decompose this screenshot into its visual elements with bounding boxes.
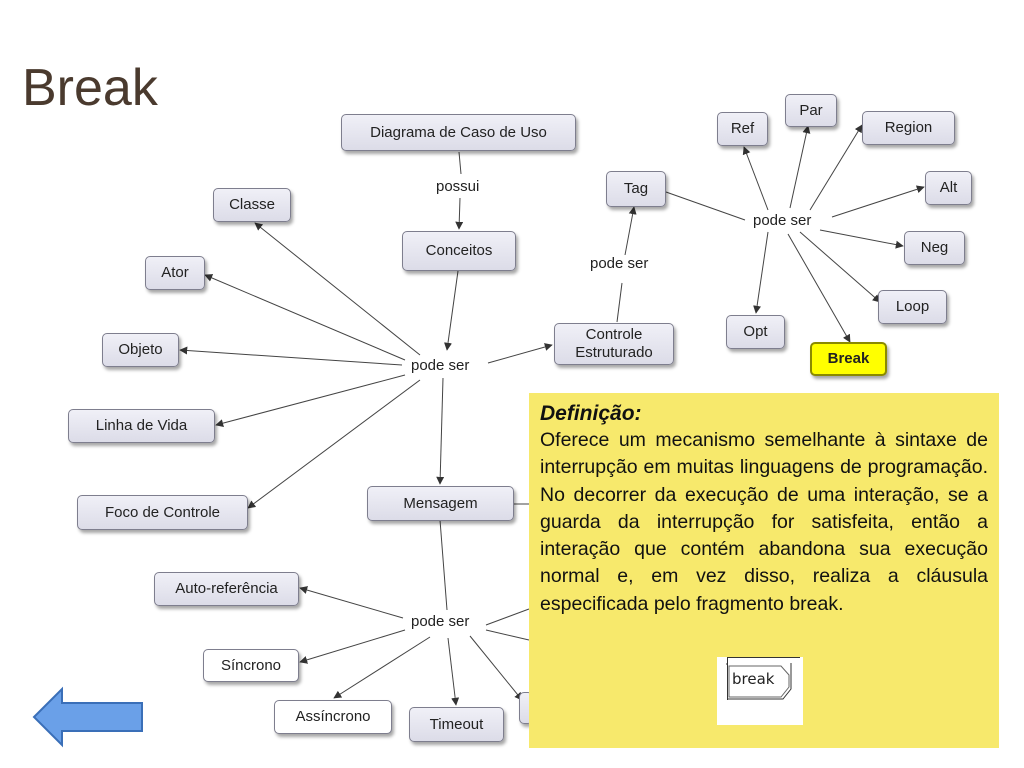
node-par[interactable]: Par xyxy=(785,94,837,127)
definition-text: Oferece um mecanismo semelhante à sintax… xyxy=(540,429,988,615)
node-timeout[interactable]: Timeout xyxy=(409,707,504,742)
node-ator[interactable]: Ator xyxy=(145,256,205,290)
node-linha-de-vida[interactable]: Linha de Vida xyxy=(68,409,215,443)
break-pentagon-icon xyxy=(726,663,792,700)
link-podeser-hidden3 xyxy=(485,629,530,641)
node-objeto[interactable]: Objeto xyxy=(102,333,179,367)
slide-title: Break xyxy=(22,59,158,117)
link-podeser-alt xyxy=(831,185,925,218)
link-podeser-opt xyxy=(753,231,769,314)
break-fragment-sample: break xyxy=(717,657,803,725)
link-podeser-hidden2 xyxy=(485,608,530,626)
link-podeser-linhadevida xyxy=(215,374,406,428)
node-loop[interactable]: Loop xyxy=(878,290,947,324)
node-break[interactable]: Break xyxy=(810,342,887,376)
link-podeser-region xyxy=(809,124,863,211)
break-fragment-label: break xyxy=(732,670,775,688)
node-foco-de-controle[interactable]: Foco de Controle xyxy=(77,495,248,530)
left-arrow-icon[interactable] xyxy=(32,686,146,748)
node-mensagem[interactable]: Mensagem xyxy=(367,486,514,521)
link-podeser-ref xyxy=(742,146,769,211)
link-podeser-break xyxy=(787,233,851,343)
node-diagrama-caso-uso[interactable]: Diagrama de Caso de Uso xyxy=(341,114,576,151)
label-pode-ser-tag: pode ser xyxy=(586,255,653,273)
link-podeser-assincrono xyxy=(333,636,431,699)
link-podeser-tag xyxy=(624,206,637,256)
node-assincrono[interactable]: Assíncrono xyxy=(274,700,392,734)
node-classe[interactable]: Classe xyxy=(213,188,291,222)
node-conceitos[interactable]: Conceitos xyxy=(402,231,516,271)
link-podeser-objeto xyxy=(179,346,403,366)
link-podeser-timeout xyxy=(447,637,460,706)
link-podeser-sincrono xyxy=(299,629,406,664)
node-ref[interactable]: Ref xyxy=(717,112,768,146)
link-podeser-hidden1 xyxy=(469,635,523,701)
node-auto-referencia[interactable]: Auto-referência xyxy=(154,572,299,606)
link-podeser-par xyxy=(789,125,811,209)
link-podeser-neg xyxy=(819,229,904,249)
link-podeser-loop xyxy=(799,231,881,303)
label-pode-ser-bottom: pode ser xyxy=(407,613,474,631)
definition-box: Definição: Oferece um mecanismo semelhan… xyxy=(529,393,999,748)
link-diagrama-possui xyxy=(458,151,462,175)
link-controle-podeser xyxy=(616,282,623,323)
link-podeser-foco xyxy=(247,379,421,509)
node-controle-estruturado[interactable]: Controle Estruturado xyxy=(554,323,674,365)
break-fragment-frame: break xyxy=(727,657,800,700)
label-pode-ser-right: pode ser xyxy=(749,212,816,230)
link-podeser-classe xyxy=(254,222,421,356)
node-alt[interactable]: Alt xyxy=(925,171,972,205)
node-opt[interactable]: Opt xyxy=(726,315,785,349)
link-mensagem-podeser xyxy=(439,519,448,611)
link-podeser-controle xyxy=(487,343,553,364)
link-conceitos-podeser xyxy=(444,270,459,351)
link-podeser-autoref xyxy=(299,586,404,619)
definition-heading: Definição: xyxy=(540,402,642,425)
link-podeser-ator xyxy=(204,274,406,361)
label-pode-ser-center: pode ser xyxy=(407,357,474,375)
link-podeser-mensagem xyxy=(436,377,445,485)
label-possui: possui xyxy=(432,178,484,196)
link-possui-conceitos xyxy=(455,197,464,230)
link-tag-podeser xyxy=(665,191,746,221)
node-region[interactable]: Region xyxy=(862,111,955,145)
node-tag[interactable]: Tag xyxy=(606,171,666,207)
node-sincrono[interactable]: Síncrono xyxy=(203,649,299,682)
node-neg[interactable]: Neg xyxy=(904,231,965,265)
